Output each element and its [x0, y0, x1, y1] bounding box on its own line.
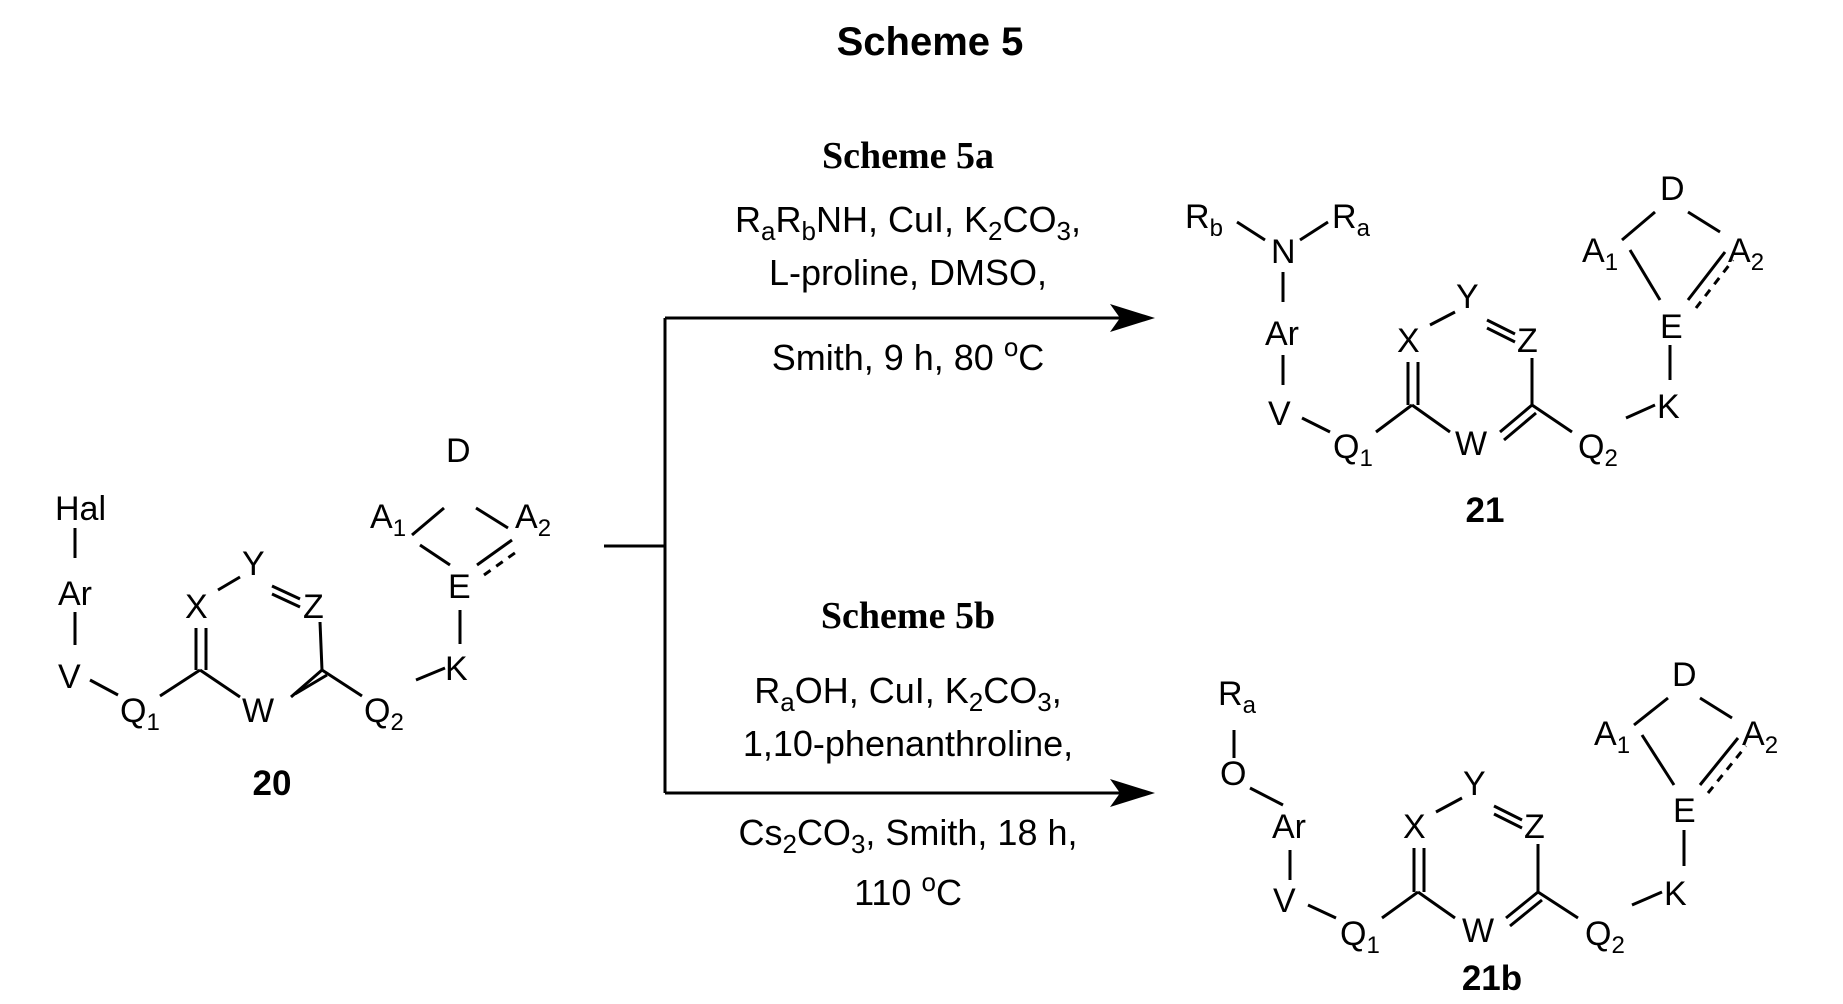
compound-20: Hal Ar V Q1 X Y Z W Q2 K E A1 A2 D 20: [55, 432, 551, 803]
atom-q2: Q2: [364, 692, 404, 736]
atom-a1: A1: [370, 498, 406, 542]
atom-o: O: [1220, 755, 1246, 793]
scheme-5a-additive: L-proline, DMSO,: [769, 252, 1047, 293]
scheme-5a-title: Scheme 5a: [822, 135, 994, 177]
compound-21b: Ra O Ar V Q1 X Y Z W Q2 K E A1 A2 D 21b: [1218, 656, 1778, 998]
atom-w: W: [242, 692, 274, 730]
atom-q1: Q1: [1340, 915, 1380, 959]
atom-z: Z: [1524, 808, 1545, 846]
atom-y: Y: [1463, 765, 1486, 803]
atom-ar: Ar: [1272, 808, 1306, 846]
scheme-5b-ligand: 1,10-phenanthroline,: [743, 723, 1073, 764]
atom-ar: Ar: [1265, 315, 1299, 353]
atom-a2: A2: [1728, 232, 1764, 276]
scheme-5b-temperature: 110 oC: [854, 867, 962, 913]
atom-q2: Q2: [1578, 428, 1618, 472]
atom-w: W: [1455, 425, 1487, 463]
atom-ar: Ar: [58, 575, 92, 613]
atom-v: V: [1268, 395, 1291, 433]
conditions-5b: Scheme 5b RaOH, CuI, K2CO3, 1,10-phenant…: [738, 595, 1077, 913]
atom-hal: Hal: [55, 490, 106, 528]
atom-n: N: [1271, 233, 1296, 271]
atom-y: Y: [242, 545, 265, 583]
scheme-5b-reagents: RaOH, CuI, K2CO3,: [754, 670, 1061, 717]
scheme-5a-reagents: RaRbNH, CuI, K2CO3,: [735, 199, 1081, 246]
scheme-5a-temperature: Smith, 9 h, 80 oC: [772, 332, 1045, 378]
atom-q1: Q1: [120, 692, 160, 736]
atom-v: V: [1273, 882, 1296, 920]
atom-a2: A2: [515, 498, 551, 542]
compound-label-20: 20: [253, 764, 292, 803]
atom-ra: Ra: [1332, 198, 1371, 242]
atom-q1: Q1: [1333, 428, 1373, 472]
atom-a2: A2: [1742, 715, 1778, 759]
atom-d: D: [1660, 170, 1685, 208]
atom-k: K: [445, 650, 468, 688]
atom-x: X: [1397, 322, 1420, 360]
scheme-title: Scheme 5: [837, 20, 1024, 64]
atom-z: Z: [303, 588, 324, 626]
atom-e: E: [448, 568, 471, 606]
atom-q2: Q2: [1585, 915, 1625, 959]
atom-a1: A1: [1594, 715, 1630, 759]
atom-ra: Ra: [1218, 675, 1257, 719]
atom-x: X: [1403, 808, 1426, 846]
atom-e: E: [1673, 792, 1696, 830]
atom-rb: Rb: [1185, 198, 1223, 242]
atom-z: Z: [1517, 322, 1538, 360]
atom-e: E: [1660, 308, 1683, 346]
atom-v: V: [58, 658, 81, 696]
atom-k: K: [1657, 388, 1680, 426]
atom-w: W: [1462, 912, 1494, 950]
scheme-5b-title: Scheme 5b: [821, 595, 995, 637]
atom-k: K: [1664, 875, 1687, 913]
atom-a1: A1: [1582, 232, 1618, 276]
compound-21: Rb N Ra Ar V Q1 X Y Z W Q2 K E A1 A2 D 2…: [1185, 170, 1764, 530]
atom-d: D: [1672, 656, 1697, 694]
compound-label-21b: 21b: [1462, 959, 1522, 998]
atom-y: Y: [1456, 278, 1479, 316]
atom-d: D: [446, 432, 471, 470]
conditions-5a: Scheme 5a RaRbNH, CuI, K2CO3, L-proline,…: [735, 135, 1081, 378]
compound-label-21: 21: [1466, 491, 1505, 530]
atom-x: X: [185, 588, 208, 626]
scheme-5b-base: Cs2CO3, Smith, 18 h,: [738, 812, 1077, 859]
